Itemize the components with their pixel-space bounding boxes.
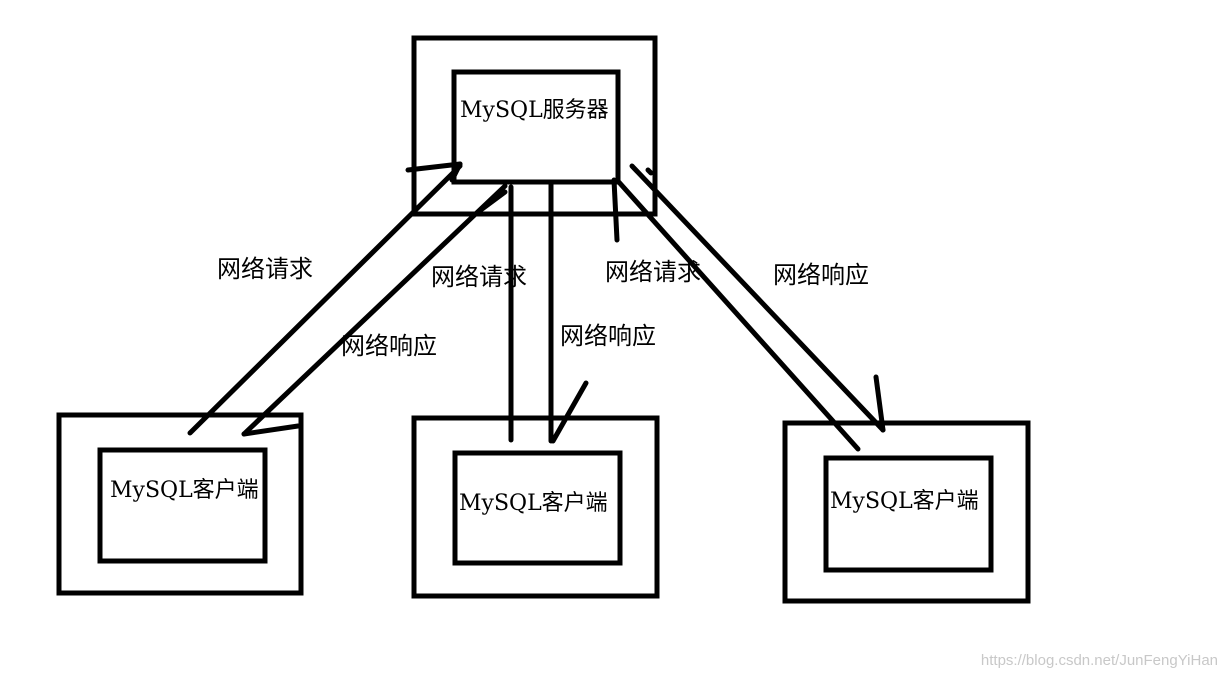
left-request-arrowhead-tip [449, 161, 463, 183]
watermark-text: https://blog.csdn.net/JunFengYiHan [981, 652, 1218, 669]
right-request-arrowhead [611, 177, 620, 243]
client-right-outer-box [782, 420, 1031, 604]
right-request-label: 网络请求 [605, 258, 701, 286]
server-label: MySQL服务器 [460, 98, 609, 123]
left-response-arrow [241, 183, 508, 437]
client-right-inner-box [823, 455, 994, 573]
middle-response-arrow [548, 181, 589, 444]
right-request-arrow [611, 177, 861, 452]
client-right-label: MySQL客户端 [830, 489, 979, 514]
client-node-middle: MySQL客户端 [411, 415, 660, 599]
right-response-tick [645, 167, 654, 176]
client-node-left: MySQL客户端 [56, 412, 304, 596]
middle-response-label: 网络响应 [560, 322, 656, 350]
right-request-line [614, 177, 861, 452]
server-node: MySQL服务器 [411, 35, 658, 217]
left-request-arrow [187, 161, 463, 436]
left-request-label: 网络请求 [217, 255, 313, 283]
right-response-line [629, 163, 886, 433]
right-response-label: 网络响应 [773, 261, 869, 289]
left-response-line [241, 183, 508, 437]
client-middle-label: MySQL客户端 [459, 491, 608, 516]
client-node-right: MySQL客户端 [782, 420, 1031, 604]
left-request-line [187, 163, 463, 436]
client-middle-outer-box [411, 415, 660, 599]
left-response-label: 网络响应 [341, 332, 437, 360]
left-response-arrowhead [241, 423, 301, 437]
server-outer-box [411, 35, 658, 217]
client-left-inner-box [97, 447, 268, 564]
left-request-arrowhead [405, 161, 463, 173]
left-response-stub [475, 189, 508, 215]
middle-request-label: 网络请求 [431, 263, 527, 291]
client-left-outer-box [56, 412, 304, 596]
right-response-arrowhead [873, 374, 886, 433]
client-middle-inner-box [452, 450, 623, 566]
middle-response-arrowhead [550, 380, 589, 444]
right-response-arrow [629, 163, 886, 433]
client-left-label: MySQL客户端 [110, 478, 259, 503]
server-inner-box [451, 69, 621, 185]
